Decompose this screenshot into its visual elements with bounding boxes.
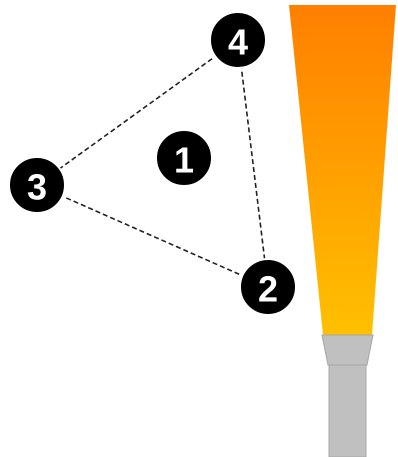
node-4: 4 bbox=[210, 12, 266, 68]
edge-4-2 bbox=[238, 40, 268, 287]
edge-3-2 bbox=[37, 185, 268, 287]
node-3: 3 bbox=[9, 157, 65, 213]
node-2: 2 bbox=[240, 259, 296, 315]
emitter-head bbox=[322, 335, 373, 365]
node-4-label: 4 bbox=[228, 22, 248, 63]
emitter-body bbox=[329, 365, 366, 457]
connector-lines bbox=[37, 40, 268, 287]
node-2-label: 2 bbox=[258, 269, 278, 310]
node-1-label: 1 bbox=[174, 140, 194, 181]
node-3-label: 3 bbox=[27, 167, 47, 208]
light-beam bbox=[289, 5, 396, 335]
node-1: 1 bbox=[156, 130, 212, 186]
